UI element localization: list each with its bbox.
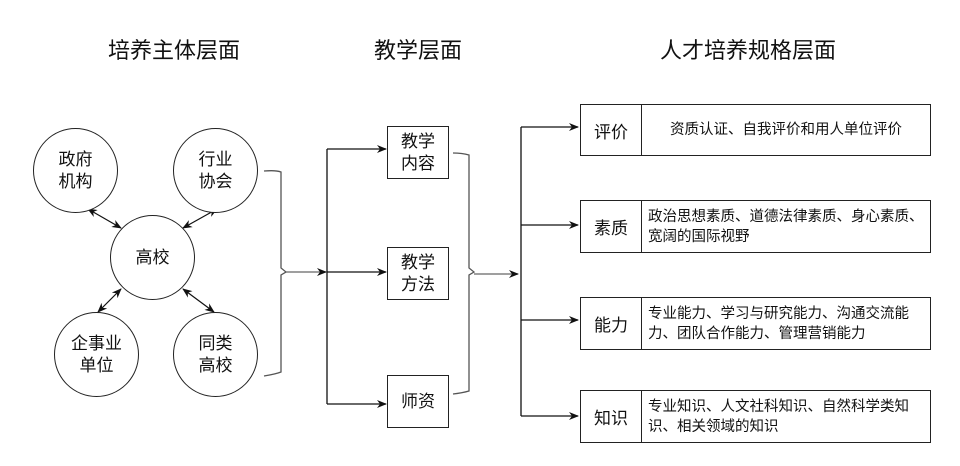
spec-desc: 资质认证、自我评价和用人单位评价 [670,122,902,138]
circle-industry: 行业协会 [173,128,258,213]
spec-box-knowledge: 知识 专业知识、人文社科知识、自然科学类知识、相关领域的知识 [580,390,931,443]
spec-desc: 政治思想素质、道德法律素质、身心素质、宽阔的国际视野 [648,208,924,245]
spec-box-ability: 能力 专业能力、学习与研究能力、沟通交流能力、团队合作能力、管理营销能力 [580,297,931,350]
subject-brace [263,170,288,377]
circle-government-line2: 机构 [58,171,93,192]
spec-label: 能力 [581,298,642,349]
teaching-content-line1: 教学 [401,131,435,152]
teaching-brace [452,152,476,395]
teaching-box-content: 教学内容 [387,126,449,179]
title-subject-level: 培养主体层面 [108,39,241,64]
circle-university-center: 高校 [110,215,195,300]
teaching-faculty-label: 师资 [401,391,435,412]
circle-government: 政府机构 [33,128,118,213]
link-government [87,208,122,229]
spec-label: 知识 [581,391,642,442]
title-talent-level: 人才培养规格层面 [660,39,837,64]
spec-label: 评价 [581,105,642,155]
circle-government-line1: 政府 [58,149,93,170]
circle-university-center-label: 高校 [135,247,170,268]
teaching-method-line2: 方法 [401,274,435,295]
teaching-box-faculty: 师资 [387,375,449,428]
circle-peer-line2: 高校 [198,355,233,376]
circle-peer-universities: 同类高校 [173,312,258,397]
circle-industry-line2: 协会 [198,171,233,192]
circle-enterprise-line2: 单位 [79,355,114,376]
title-teaching-level: 教学层面 [374,39,463,64]
circle-enterprise-line1: 企事业 [71,333,122,354]
link-enterprise [97,288,122,313]
circle-enterprise: 企事业单位 [54,312,139,397]
teaching-box-method: 教学方法 [387,247,449,300]
teaching-content-line2: 内容 [401,153,435,174]
circle-industry-line1: 行业 [198,149,233,170]
spec-box-evaluation: 评价 资质认证、自我评价和用人单位评价 [580,104,931,156]
spec-label: 素质 [581,201,642,252]
spec-desc: 专业知识、人文社科知识、自然科学类知识、相关领域的知识 [648,398,909,435]
teaching-method-line1: 教学 [401,252,435,273]
circle-peer-line1: 同类 [198,333,233,354]
spec-box-quality: 素质 政治思想素质、道德法律素质、身心素质、宽阔的国际视野 [580,200,931,253]
spec-desc: 专业能力、学习与研究能力、沟通交流能力、团队合作能力、管理营销能力 [648,305,909,342]
link-peer [182,288,215,313]
